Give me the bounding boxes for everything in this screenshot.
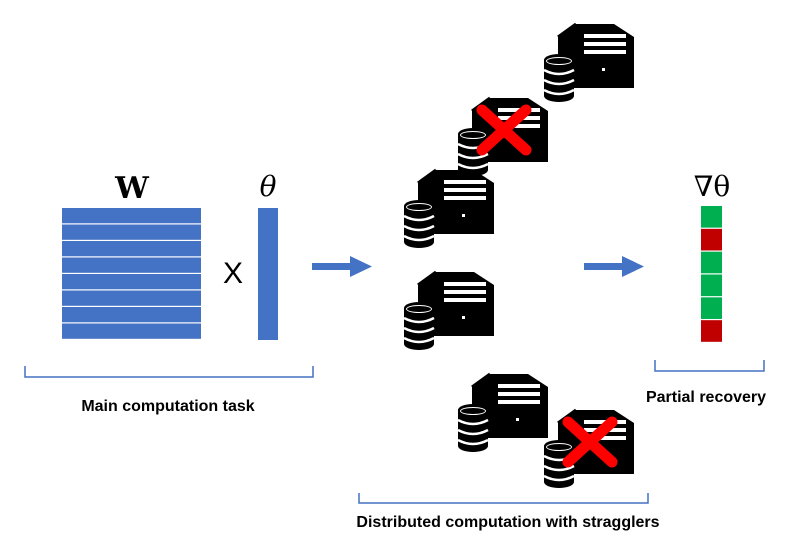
vector-label: θ bbox=[260, 170, 277, 203]
matrix-row bbox=[62, 257, 201, 273]
lost-segment bbox=[701, 320, 722, 342]
distributed-bracket bbox=[358, 493, 649, 504]
arrow-to-workers bbox=[312, 256, 372, 277]
matrix-label: W bbox=[114, 171, 150, 206]
multiply-symbol: X bbox=[223, 257, 243, 290]
matrix-w bbox=[62, 208, 201, 339]
server-icon bbox=[402, 168, 496, 250]
main-task-caption: Main computation task bbox=[81, 398, 254, 415]
matrix-row bbox=[62, 290, 201, 306]
straggler-server-icon bbox=[456, 96, 550, 178]
vector-theta bbox=[258, 208, 278, 340]
recovered-segment bbox=[701, 251, 722, 274]
server-icon bbox=[456, 372, 550, 454]
worker-servers bbox=[402, 22, 636, 490]
recovered-segment bbox=[701, 297, 722, 319]
main-task-bracket bbox=[24, 366, 314, 378]
straggler-server-icon bbox=[542, 408, 636, 490]
matrix-row bbox=[62, 241, 201, 257]
partial-caption: Partial recovery bbox=[646, 389, 766, 406]
partial-bracket bbox=[654, 360, 765, 372]
server-icon bbox=[542, 22, 636, 104]
matrix-row bbox=[62, 307, 201, 323]
server-icon bbox=[402, 270, 496, 352]
arrow-to-result bbox=[584, 256, 644, 277]
lost-segment bbox=[701, 228, 722, 251]
gradient-vector bbox=[701, 206, 722, 342]
matrix-row bbox=[62, 208, 201, 224]
matrix-row bbox=[62, 274, 201, 290]
recovered-segment bbox=[701, 274, 722, 297]
matrix-row bbox=[62, 323, 201, 339]
gradient-label: ∇θ bbox=[694, 170, 730, 203]
recovered-segment bbox=[701, 206, 722, 228]
matrix-row bbox=[62, 224, 201, 240]
distributed-caption: Distributed computation with stragglers bbox=[356, 514, 659, 531]
